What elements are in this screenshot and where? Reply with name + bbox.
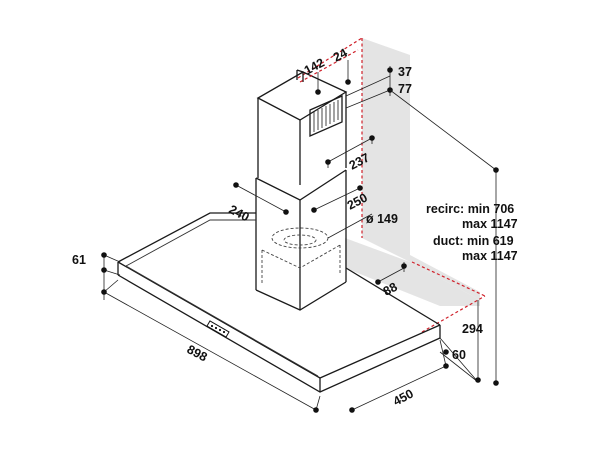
dim-450 (349, 339, 449, 413)
dim-61 (101, 252, 121, 300)
label-61: 61 (72, 253, 86, 267)
dim-898 (101, 279, 321, 413)
spec-duct-max: max 1147 (462, 249, 518, 263)
label-88: 88 (381, 280, 400, 299)
canopy (117, 212, 441, 393)
label-240: 240 (227, 202, 252, 224)
dim-294-60 (439, 300, 481, 383)
wall-side (345, 238, 480, 306)
spec-duct-min: duct: min 619 (433, 234, 514, 248)
dim-237 (325, 135, 375, 168)
dim-37-77 (345, 66, 393, 109)
dim-88 (375, 262, 407, 285)
dim-250 (311, 185, 363, 213)
label-60: 60 (452, 348, 466, 362)
dim-142-24 (299, 49, 359, 95)
label-77: 77 (398, 82, 412, 96)
dim-height-leader (389, 89, 499, 386)
chimney-lower (255, 169, 347, 311)
chimney-upper (256, 69, 348, 185)
control-panel (206, 320, 230, 338)
label-898: 898 (185, 342, 210, 364)
dim-240 (233, 182, 289, 215)
duct-outline (261, 227, 341, 285)
vent-grille (309, 95, 343, 137)
label-142: 142 (302, 55, 327, 77)
wall-back (362, 38, 480, 300)
spec-recirc-max: max 1147 (462, 217, 518, 231)
label-24: 24 (331, 46, 350, 65)
label-37: 37 (398, 65, 412, 79)
label-294: 294 (462, 322, 483, 336)
label-149: ø 149 (366, 212, 398, 226)
ceiling-marker (297, 37, 486, 333)
spec-recirc-min: recirc: min 706 (426, 202, 514, 216)
dim-149 (327, 213, 373, 239)
